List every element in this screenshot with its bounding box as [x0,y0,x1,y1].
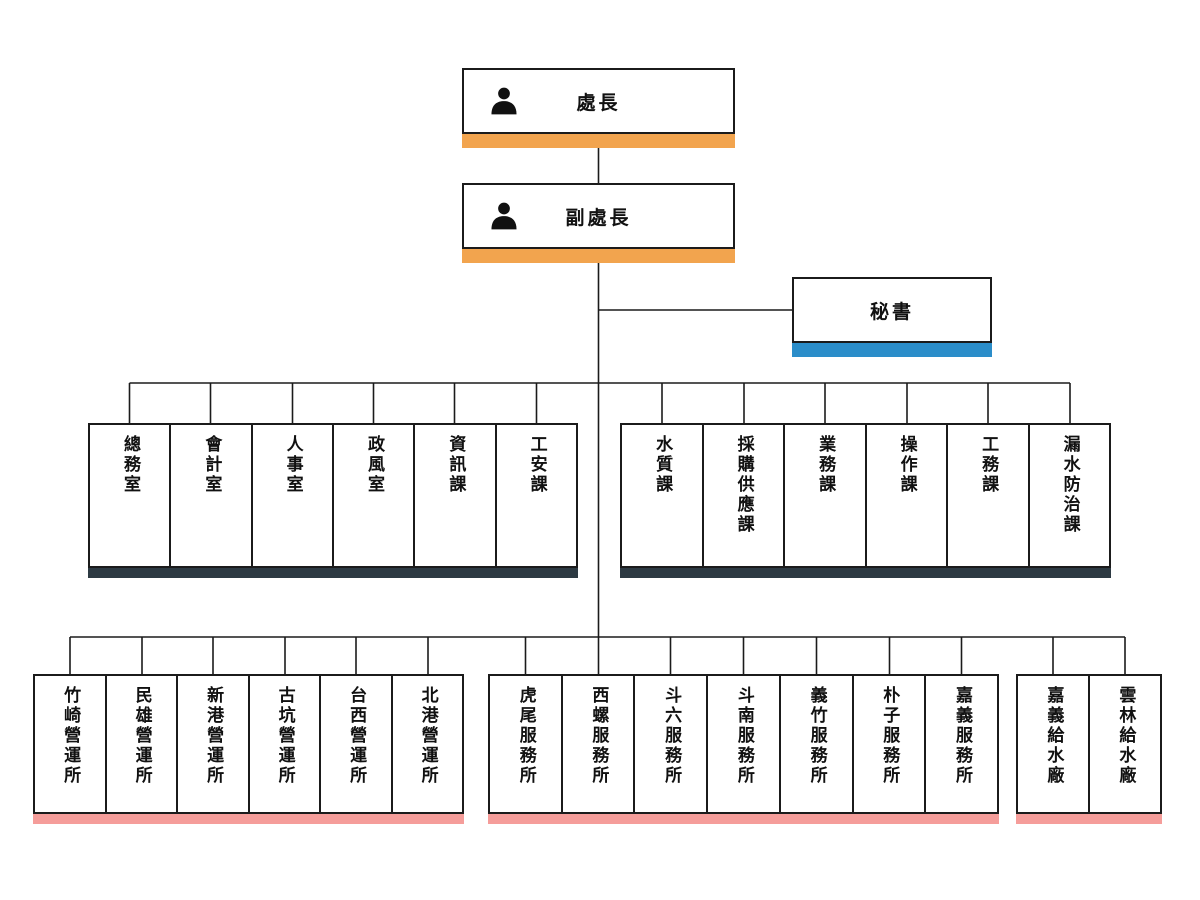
org-box-admin-departments-5: 資訊課 [413,423,497,568]
admin-departments-accent-bar [88,568,578,578]
org-box-operation-stations-3: 新港營運所 [176,674,250,814]
org-box-operation-stations-1: 竹崎營運所 [33,674,107,814]
org-box-label: 業務課 [816,435,836,495]
org-box-water-plants-1: 嘉義給水廠 [1016,674,1090,814]
org-box-label: 民雄營運所 [132,686,152,786]
org-box-label: 虎尾服務所 [516,686,536,786]
deputy-box-body: 副處長 [462,183,735,249]
org-box-label: 北港營運所 [418,686,438,786]
org-box-label: 嘉義服務所 [953,686,973,786]
org-box-label: 嘉義給水廠 [1044,686,1064,786]
service-stations-group: 虎尾服務所 西螺服務所 斗六服務所 斗南服務所 義竹服務所 朴子服務所 嘉義服務所 [488,674,1000,824]
org-box-label: 西螺服務所 [589,686,609,786]
water-plants-group: 嘉義給水廠 雲林給水廠 [1016,674,1162,824]
org-box-admin-departments-6: 工安課 [494,423,578,568]
deputy-accent-bar [462,249,735,263]
secretary-label: 秘書 [869,301,914,323]
org-box-admin-departments-4: 政風室 [331,423,416,568]
secretary-accent-bar [792,343,992,357]
operations-departments-group: 水質課 採購供應課 業務課 操作課 工務課 漏水防治課 [620,423,1111,578]
person-icon [488,85,520,117]
org-box-service-stations-3: 斗六服務所 [633,674,709,814]
org-box-label: 朴子服務所 [880,686,900,786]
org-box-water-plants-2: 雲林給水廠 [1088,674,1162,814]
admin-departments-group: 總務室 會計室 人事室 政風室 資訊課 工安課 [88,423,578,578]
operation-stations-group: 竹崎營運所 民雄營運所 新港營運所 古坑營運所 台西營運所 北港營運所 [33,674,464,824]
org-box-operations-departments-2: 採購供應課 [701,423,785,568]
org-box-operations-departments-6: 漏水防治課 [1027,423,1111,568]
org-box-label: 新港營運所 [204,686,224,786]
org-box-label: 斗南服務所 [734,686,754,786]
org-box-admin-departments-2: 會計室 [169,423,253,568]
deputy-director-label: 副處長 [565,207,632,229]
org-box-label: 操作課 [897,435,917,495]
org-box-label: 資訊課 [446,435,466,495]
org-box-secretary: 秘書 [792,277,992,357]
org-box-operations-departments-3: 業務課 [783,423,867,568]
water-plants-accent-bar [1016,814,1162,824]
org-box-label: 斗六服務所 [662,686,682,786]
org-box-label: 採購供應課 [734,435,754,535]
org-box-label: 人事室 [283,435,303,495]
director-accent-bar [462,134,735,148]
org-box-label: 古坑營運所 [275,686,295,786]
org-box-director: 處長 [462,68,735,148]
org-box-operation-stations-4: 古坑營運所 [247,674,321,814]
org-box-operations-departments-1: 水質課 [620,423,704,568]
org-box-service-stations-4: 斗南服務所 [706,674,781,814]
operations-departments-accent-bar [620,568,1111,578]
service-stations-accent-bar [488,814,999,824]
org-box-operation-stations-2: 民雄營運所 [104,674,178,814]
director-label: 處長 [576,92,621,114]
org-box-service-stations-1: 虎尾服務所 [488,674,563,814]
org-box-label: 政風室 [364,435,384,495]
org-box-label: 水質課 [653,435,673,495]
operation-stations-accent-bar [33,814,464,824]
org-box-label: 工安課 [527,435,547,495]
org-box-label: 漏水防治課 [1060,435,1080,535]
org-box-deputy-director: 副處長 [462,183,735,263]
org-box-operations-departments-4: 操作課 [864,423,948,568]
org-box-label: 義竹服務所 [807,686,827,786]
org-box-admin-departments-3: 人事室 [250,423,334,568]
org-box-label: 台西營運所 [347,686,367,786]
org-box-service-stations-5: 義竹服務所 [778,674,854,814]
secretary-box-body: 秘書 [792,277,992,343]
director-box-body: 處長 [462,68,735,134]
org-box-label: 總務室 [121,435,140,495]
org-box-label: 工務課 [979,435,999,495]
org-box-operations-departments-5: 工務課 [946,423,1030,568]
person-icon [488,200,520,232]
org-box-label: 竹崎營運所 [61,686,81,786]
org-box-service-stations-6: 朴子服務所 [851,674,927,814]
org-box-label: 會計室 [202,435,222,495]
org-box-operation-stations-5: 台西營運所 [319,674,393,814]
org-box-admin-departments-1: 總務室 [88,423,172,568]
org-box-operation-stations-6: 北港營運所 [390,674,464,814]
org-box-service-stations-7: 嘉義服務所 [924,674,1000,814]
org-box-label: 雲林給水廠 [1116,686,1136,786]
org-box-service-stations-2: 西螺服務所 [560,674,636,814]
